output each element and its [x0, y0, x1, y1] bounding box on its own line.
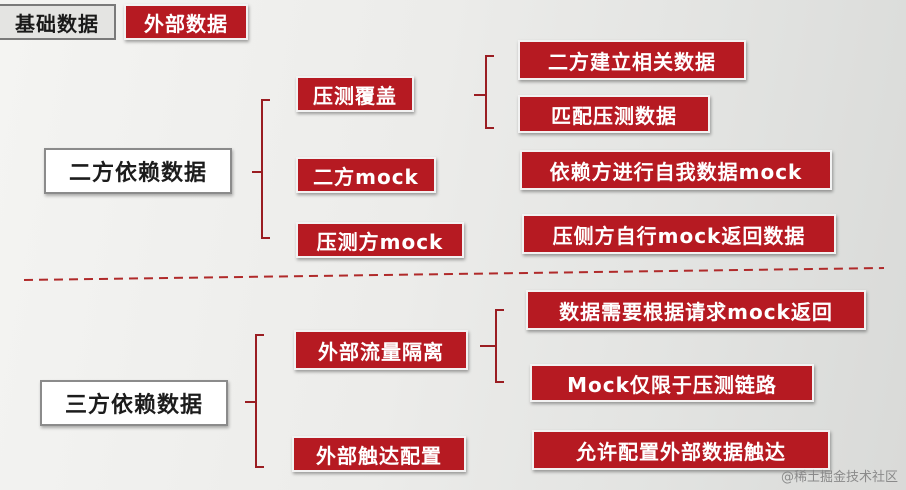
second-party-node: 二方依赖数据: [44, 148, 232, 194]
detail-tester-self-mock: 压侧方自行mock返回数据: [522, 214, 836, 254]
branch-external-config: 外部触达配置: [292, 436, 466, 472]
branch-traffic-isolation: 外部流量隔离: [294, 330, 468, 370]
detail-build-data: 二方建立相关数据: [518, 40, 746, 80]
detail-request-mock: 数据需要根据请求mock返回: [526, 290, 866, 330]
detail-mock-limit: Mock仅限于压测链路: [530, 364, 814, 402]
branch-coverage: 压测覆盖: [296, 76, 414, 112]
basic-data-label: 基础数据: [0, 4, 116, 40]
isolation-bracket: [480, 309, 504, 383]
second-party-bracket: [252, 99, 270, 239]
detail-self-mock: 依赖方进行自我数据mock: [520, 150, 832, 190]
detail-match-data: 匹配压测数据: [518, 95, 710, 133]
coverage-bracket: [474, 55, 494, 129]
branch-tester-mock: 压测方mock: [296, 222, 464, 258]
detail-allow-config: 允许配置外部数据触达: [532, 430, 830, 470]
watermark: @稀土掘金技术社区: [780, 470, 898, 485]
third-party-node: 三方依赖数据: [40, 380, 228, 426]
external-data-label: 外部数据: [124, 4, 248, 40]
third-party-bracket: [245, 334, 264, 468]
section-divider: [23, 267, 885, 281]
branch-second-party-mock: 二方mock: [296, 157, 436, 193]
